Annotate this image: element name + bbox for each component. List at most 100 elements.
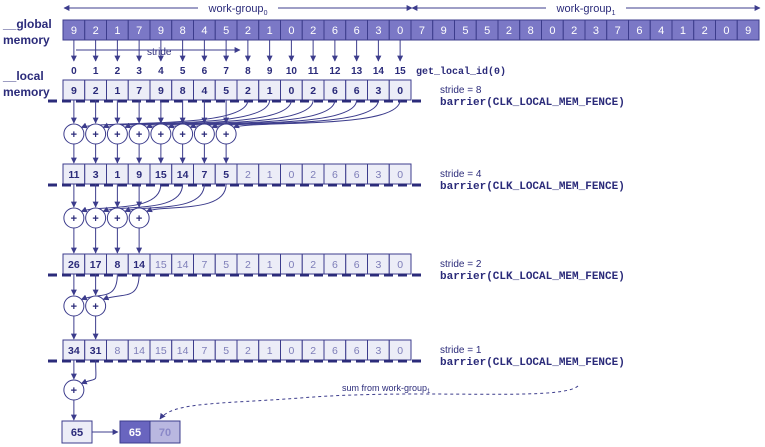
workgroup-headers: work-group0 work-group1 — [63, 0, 761, 17]
global-cell-value: 3 — [375, 25, 381, 37]
barrier-text: barrier(CLK_LOCAL_MEM_FENCE) — [440, 357, 625, 369]
local-cell-value: 14 — [133, 345, 145, 357]
add-op: + — [128, 183, 227, 254]
local-cell-value: 0 — [288, 345, 294, 357]
stride-text: stride = 4 — [440, 169, 482, 180]
final-local-value: 65 — [71, 427, 83, 439]
local-cell-value: 4 — [201, 85, 207, 97]
local-cell-value: 14 — [177, 345, 189, 357]
final-result: 65 65 70 sum from work-group1 — [61, 383, 579, 444]
local-cell-value: 3 — [375, 259, 381, 271]
local-cell-value: 3 — [375, 169, 381, 181]
global-cell-value: 9 — [441, 25, 447, 37]
global-cell-value: 9 — [71, 25, 77, 37]
global-cell-value: 5 — [462, 25, 468, 37]
local-memory-label-line1: __local — [2, 69, 44, 83]
global-cell — [736, 19, 760, 41]
global-memory-label: __global memory — [2, 17, 52, 47]
local-cell-value: 0 — [397, 169, 403, 181]
local-cell-value: 2 — [310, 259, 316, 271]
global-cell-value: 2 — [506, 25, 512, 37]
plus-sign: + — [92, 301, 98, 313]
local-cell-value: 1 — [267, 259, 273, 271]
local-cell-value: 1 — [267, 169, 273, 181]
add-op: + — [215, 99, 401, 164]
local-cell-value: 8 — [180, 85, 186, 97]
local-id: 7 — [223, 66, 229, 77]
local-cell-value: 14 — [177, 169, 189, 181]
add-op: + — [85, 99, 271, 164]
local-cell-value: 6 — [354, 345, 360, 357]
plus-sign: + — [92, 129, 98, 141]
local-cell-value: 2 — [310, 345, 316, 357]
plus-sign: + — [71, 129, 77, 141]
local-cell-value: 15 — [155, 345, 167, 357]
global-cell-value: 1 — [267, 25, 273, 37]
local-cell-value: 26 — [68, 259, 80, 271]
local-cell-value: 6 — [332, 259, 338, 271]
local-cell-value: 17 — [90, 259, 102, 271]
local-cell-value: 9 — [71, 85, 77, 97]
plus-sign: + — [223, 129, 229, 141]
global-cell-value: 0 — [549, 25, 555, 37]
global-cell-value: 0 — [397, 25, 403, 37]
local-cell-value: 15 — [155, 169, 167, 181]
plus-sign: + — [114, 213, 120, 225]
plus-sign: + — [179, 129, 185, 141]
global-memory-label-line1: __global — [2, 17, 52, 31]
local-id: 12 — [329, 66, 341, 77]
global-cell-value: 5 — [223, 25, 229, 37]
local-cell-value: 0 — [288, 259, 294, 271]
stride-text: stride = 8 — [440, 85, 482, 96]
add-op: + — [150, 99, 336, 164]
local-id: 5 — [180, 66, 186, 77]
plus-sign: + — [136, 129, 142, 141]
local-cell-value: 1 — [267, 345, 273, 357]
input-arrow-stride — [146, 183, 227, 213]
local-cell-value: 31 — [90, 345, 102, 357]
plus-sign: + — [71, 301, 77, 313]
local-cell-value: 3 — [375, 85, 381, 97]
global-cell-value: 9 — [158, 25, 164, 37]
local-cell-value: 5 — [223, 169, 229, 181]
add-op: + — [106, 183, 205, 254]
local-cell-value: 7 — [201, 169, 207, 181]
global-cell-value: 3 — [593, 25, 599, 37]
stride-annotation: stride — [76, 47, 241, 58]
local-memory-label: __local memory — [2, 69, 50, 99]
local-id: 3 — [136, 66, 142, 77]
local-id: 6 — [202, 66, 208, 77]
local-id: 0 — [71, 66, 77, 77]
add-op: + — [85, 273, 140, 340]
get-local-id-label: get_local_id(0) — [416, 66, 506, 78]
input-arrow-stride — [102, 273, 140, 301]
local-cell-value: 5 — [223, 345, 229, 357]
global-cell-value: 6 — [636, 25, 642, 37]
global-cell-value: 2 — [310, 25, 316, 37]
stride-text: stride = 2 — [440, 259, 482, 270]
local-id: 1 — [93, 66, 99, 77]
local-cell-value: 8 — [114, 345, 120, 357]
add-op: + — [63, 183, 162, 254]
global-cell-value: 4 — [658, 25, 664, 37]
global-cell-value: 1 — [680, 25, 686, 37]
global-cell-value: 5 — [484, 25, 490, 37]
plus-sign: + — [114, 129, 120, 141]
local-id: 11 — [308, 66, 319, 77]
global-memory-label-line2: memory — [3, 33, 50, 47]
barrier-text: barrier(CLK_LOCAL_MEM_FENCE) — [440, 181, 625, 193]
local-cell-value: 7 — [201, 259, 207, 271]
local-cell-value: 8 — [114, 259, 120, 271]
local-cell-value: 9 — [136, 169, 142, 181]
global-cell-value: 7 — [615, 25, 621, 37]
local-id: 13 — [351, 66, 363, 77]
local-cell-value: 6 — [332, 169, 338, 181]
local-cell-value: 0 — [288, 169, 294, 181]
local-cell-value: 2 — [245, 85, 251, 97]
global-cell-value: 9 — [745, 25, 751, 37]
input-arrow-stride — [233, 99, 401, 129]
